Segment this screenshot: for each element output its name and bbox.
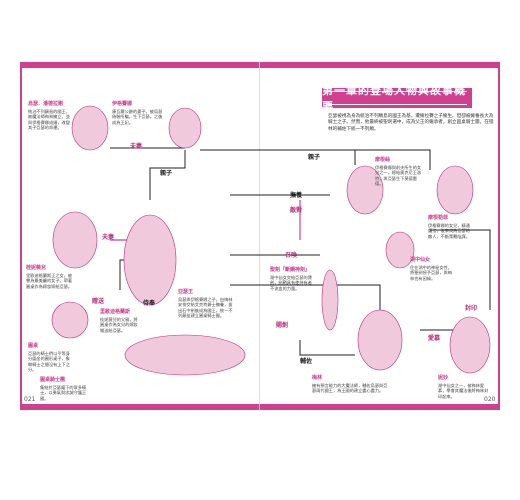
caption-table-desc: 亞瑟的騎士們以平等身分圍坐的圓形桌子，象徵騎士之間沒有上下之分。 (28, 350, 70, 373)
caption-lady-lake-name: 湖中仙女 (410, 257, 431, 263)
rel-serve: 侍奉 (143, 300, 156, 307)
caption-arthur-name: 亞瑟王 (178, 289, 194, 295)
left-border (20, 62, 22, 410)
page-number-right: 020 (484, 396, 496, 403)
rel-spouse-arthur-guinevere: 夫妻 (102, 234, 115, 241)
chapter-intro: 亞瑟被視為身為統治不列顛島的國王為基，遭擁拉賽之子擁生。但卻被擁養長大為騎士之子… (328, 114, 494, 132)
right-border (498, 62, 500, 410)
portrait-uther (71, 105, 109, 151)
line-igraine-arthur (149, 150, 186, 200)
caption-nimue-name: 妮妙 (438, 375, 449, 381)
caption-uther: 烏瑟．潘德拉剛 統治不列顛島的國王，被魔法師梅林擁立，並與伊格賽娜成婚，改變其子… (28, 101, 74, 131)
caption-uther-desc: 統治不列顛島的國王，被魔法師梅林擁立，並與伊格賽娜成婚，改變其子亞瑟的命運。 (28, 108, 70, 131)
caption-nimue-desc: 湖中仙女之一，被梅林愛慕，學會其魔法後將梅林封印起來。 (438, 382, 489, 399)
knights-ring (124, 334, 246, 376)
title-rule-bottom (327, 104, 467, 105)
caption-guinevere-desc: 里歐迪格蘭斯王之女，被譽為最美麗的女子，帶著圓桌作為嫁妝嫁給亞瑟。 (26, 272, 73, 289)
page-number-left: 021 (24, 396, 36, 403)
portrait-nimue (449, 316, 491, 374)
rel-love: 愛慕 (428, 335, 441, 342)
line-igraine-morgan (200, 149, 431, 170)
caption-lady-lake: 湖中仙女 住在湖中的神秘女性，將聖劍授予亞瑟，與梅林也有因緣。 (410, 257, 454, 281)
caption-nimue: 妮妙 湖中仙女之一，被梅林愛慕，學會其魔法後將梅林封印起來。 (438, 375, 492, 399)
portrait-merlin (357, 309, 403, 371)
bottom-border-band (20, 404, 500, 410)
portrait-lady-lake (385, 231, 415, 269)
sword-figure (321, 269, 339, 331)
caption-morgan: 摩根勒菲 伊格賽娜的女兒，精通魔法，後來成為亞瑟的敵人，不斷策劃陰謀。 (428, 215, 474, 239)
top-border-band (20, 62, 500, 68)
rel-seal: 封印 (465, 305, 478, 312)
caption-sword-name: 聖劍「斷鋼神劍」 (270, 267, 311, 273)
portrait-morgan (436, 165, 474, 215)
rel-nurture: 撫養 (290, 192, 303, 199)
caption-igraine-desc: 康瓦爾公爵的妻子，被烏瑟偽裝所騙，生下亞瑟，之後成為王妃。 (112, 108, 163, 125)
portrait-arthur (123, 214, 177, 306)
rel-summon: 召喚 (285, 252, 298, 259)
caption-morgause-desc: 伊格賽娜與前夫所生的女兒之一，嫁給奧克尼王洛特，與亞瑟生下莫德雷德。 (375, 164, 422, 187)
caption-arthur-desc: 烏瑟與伊格賽娜之子，由梅林安排交給艾克特爵士撫養，拔出石中劍後成為國王，統一不列… (178, 296, 233, 319)
rel-rival: 敵對 (290, 207, 303, 214)
caption-morgan-name: 摩根勒菲 (428, 215, 449, 221)
caption-igraine: 伊格賽娜 康瓦爾公爵的妻子，被烏瑟偽裝所騙，生下亞瑟，之後成為王妃。 (112, 101, 164, 125)
round-table-figure (51, 301, 89, 339)
caption-igraine-name: 伊格賽娜 (112, 101, 133, 107)
caption-leodegrance-name: 里歐迪格蘭斯 (100, 309, 131, 315)
caption-guinevere: 桂妮薇兒 里歐迪格蘭斯王之女，被譽為最美麗的女子，帶著圓桌作為嫁妝嫁給亞瑟。 (26, 265, 76, 289)
rel-parent-arthur: 親子 (160, 170, 173, 177)
page-gutter (259, 62, 260, 410)
chapter-title: 第一章的登場人物與故事概要 (322, 84, 472, 113)
rel-bestow: 賜劍 (276, 322, 289, 329)
caption-lady-lake-desc: 住在湖中的神秘女性，將聖劍授予亞瑟，與梅林也有因緣。 (410, 264, 452, 281)
caption-knights-desc: 集結於亞瑟麾下的眾多騎士，以勇氣與忠誠守護王國。 (40, 384, 87, 401)
caption-arthur: 亞瑟王 烏瑟與伊格賽娜之子，由梅林安排交給艾克特爵士撫養，拔出石中劍後成為國王，… (178, 289, 236, 319)
caption-merlin-name: 梅林 (312, 375, 323, 381)
rel-spouse-uther-igraine: 夫妻 (130, 143, 143, 150)
line-merlin-arthur (230, 284, 381, 310)
title-rule-top (327, 91, 467, 92)
portrait-guinevere (52, 211, 98, 269)
caption-knights: 圓桌騎士團 集結於亞瑟麾下的眾多騎士，以勇氣與忠誠守護王國。 (40, 377, 94, 401)
caption-knights-name: 圓桌騎士團 (40, 377, 66, 383)
caption-leodegrance: 里歐迪格蘭斯 桂妮薇兒的父親，將圓桌作為女兒的嫁妝贈送給亞瑟。 (100, 309, 140, 333)
portrait-igraine (168, 107, 202, 149)
rel-gift: 贈送 (92, 298, 105, 305)
caption-morgan-desc: 伊格賽娜的女兒，精通魔法，後來成為亞瑟的敵人，不斷策劃陰謀。 (428, 222, 470, 239)
caption-morgause: 摩根絲 伊格賽娜與前夫所生的女兒之一，嫁給奧克尼王洛特，與亞瑟生下莫德雷德。 (375, 157, 423, 187)
chapter-title-text: 第一章的登場人物與故事概要 (322, 84, 466, 113)
caption-merlin-desc: 擁有預言能力的大魔法師，輔佐烏瑟與亞瑟兩代國王，為王國的建立盡心盡力。 (312, 382, 388, 394)
portrait-morgause (346, 165, 384, 215)
line-merlin-up (299, 340, 355, 356)
rel-parent-morgan: 親子 (308, 154, 321, 161)
caption-sword-desc: 湖中仙女交給亞瑟的寶劍，劍鞘具有使持有者不流血的力量。 (270, 274, 312, 291)
line-morgan-down (430, 229, 491, 310)
caption-morgause-name: 摩根絲 (375, 157, 391, 163)
rel-assist: 輔佐 (300, 358, 313, 365)
caption-table-name: 圓桌 (28, 343, 39, 349)
caption-sword: 聖劍「斷鋼神劍」 湖中仙女交給亞瑟的寶劍，劍鞘具有使持有者不流血的力量。 (270, 267, 316, 291)
caption-leodegrance-desc: 桂妮薇兒的父親，將圓桌作為女兒的嫁妝贈送給亞瑟。 (100, 316, 138, 333)
caption-table: 圓桌 亞瑟的騎士們以平等身分圍坐的圓形桌子，象徵騎士之間沒有上下之分。 (28, 343, 74, 373)
caption-guinevere-name: 桂妮薇兒 (26, 265, 47, 271)
caption-merlin: 梅林 擁有預言能力的大魔法師，輔佐烏瑟與亞瑟兩代國王，為王國的建立盡心盡力。 (312, 375, 388, 394)
caption-uther-name: 烏瑟．潘德拉剛 (28, 101, 64, 107)
